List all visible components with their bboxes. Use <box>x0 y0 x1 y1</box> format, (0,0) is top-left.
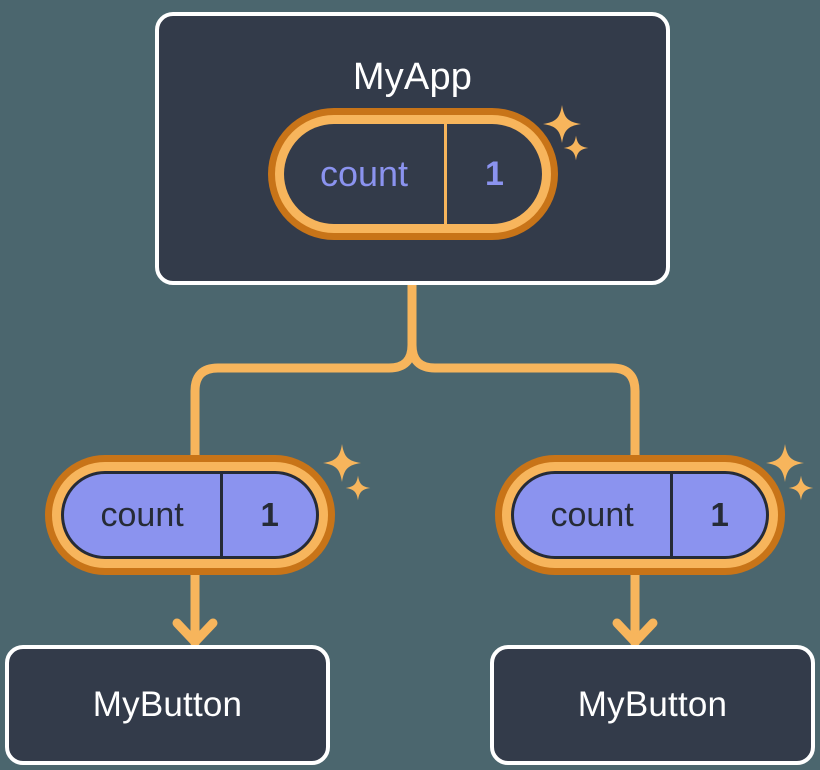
component-label: MyButton <box>577 685 728 724</box>
state-pill-child-right[interactable]: count 1 <box>495 455 785 575</box>
state-value: 1 <box>220 474 316 556</box>
sparkle-icon <box>345 475 371 501</box>
sparkle-icon <box>322 443 362 483</box>
state-pill-body: count 1 <box>284 124 542 224</box>
state-pill-body: count 1 <box>511 471 769 559</box>
page-title: MyApp <box>352 56 473 98</box>
state-key: count <box>550 495 634 534</box>
state-pill-myapp[interactable]: count 1 <box>268 108 558 240</box>
component-label: MyButton <box>92 685 243 724</box>
state-pill-inner-ring: count 1 <box>275 115 551 233</box>
state-key: count <box>100 495 184 534</box>
connector-branch-right <box>407 340 640 460</box>
state-value: 1 <box>443 124 542 224</box>
arrow-head-left <box>172 618 218 647</box>
state-key: count <box>319 153 409 194</box>
component-box-mybutton-left[interactable]: MyButton <box>5 645 330 765</box>
state-pill-child-left[interactable]: count 1 <box>45 455 335 575</box>
arrow-head-right <box>612 618 658 647</box>
state-pill-inner-ring: count 1 <box>502 462 778 568</box>
sparkle-icon <box>788 475 814 501</box>
state-pill-body: count 1 <box>61 471 319 559</box>
state-pill-inner-ring: count 1 <box>52 462 328 568</box>
state-value: 1 <box>670 474 766 556</box>
component-box-mybutton-right[interactable]: MyButton <box>490 645 815 765</box>
connector-branch-left <box>190 340 417 460</box>
